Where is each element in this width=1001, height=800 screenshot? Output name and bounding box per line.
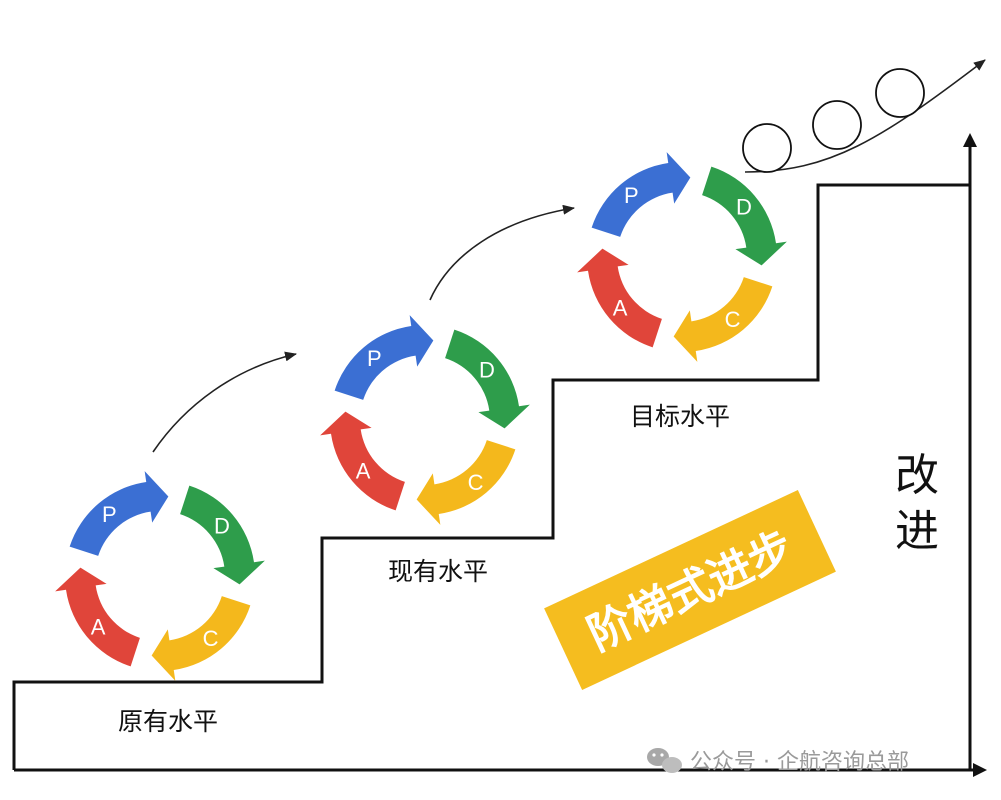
improve-label: 改进 — [895, 450, 939, 557]
pdca-letter-a: A — [91, 615, 106, 640]
pdca-arrow-p — [334, 315, 434, 400]
pdca-letter-d: D — [214, 513, 230, 538]
banner-background — [544, 490, 836, 690]
pdca-arrow-c — [673, 277, 773, 362]
curved-arrow-2 — [429, 204, 575, 301]
pdca-arrow-a — [320, 411, 405, 511]
pdca-letter-a: A — [356, 459, 371, 484]
staircase-line — [12, 183, 970, 770]
watermark-text: 公众号 · 企航咨询总部 — [690, 750, 909, 775]
pdca-cycle-3: P D C A — [577, 152, 787, 362]
pdca-letter-c: C — [203, 626, 219, 651]
bubble-1 — [742, 123, 792, 173]
pdca-letter-c: C — [468, 470, 484, 495]
pdca-arrow-a — [55, 567, 140, 667]
pdca-arrow-c — [416, 440, 516, 525]
pdca-letter-p: P — [367, 346, 382, 371]
progress-banner: 阶梯式进步 — [544, 490, 836, 690]
pdca-arrow-c — [151, 596, 251, 681]
pdca-letter-c: C — [725, 307, 741, 332]
pdca-arrow-p — [69, 471, 169, 556]
pdca-letter-p: P — [624, 183, 639, 208]
level-label-original: 原有水平 — [118, 707, 218, 736]
pdca-arrow-a — [577, 248, 662, 348]
pdca-arrow-d — [180, 485, 265, 585]
pdca-letter-d: D — [479, 357, 495, 382]
pdca-cycle-2: P D C A — [320, 315, 530, 525]
watermark: 公众号 · 企航咨询总部 — [647, 748, 909, 775]
pdca-letter-d: D — [736, 194, 752, 219]
curved-arrow-1 — [152, 351, 297, 453]
pdca-cycle-1: P D C A — [55, 471, 265, 681]
level-label-target: 目标水平 — [630, 402, 730, 431]
level-label-current: 现有水平 — [388, 557, 488, 586]
pdca-letter-p: P — [102, 502, 117, 527]
bubble-3 — [875, 68, 925, 118]
bubble-2 — [812, 100, 862, 150]
pdca-arrow-d — [445, 329, 530, 429]
pdca-letter-a: A — [613, 296, 628, 321]
pdca-arrow-d — [702, 166, 787, 266]
wechat-icon — [647, 748, 682, 773]
pdca-arrow-p — [591, 152, 691, 237]
